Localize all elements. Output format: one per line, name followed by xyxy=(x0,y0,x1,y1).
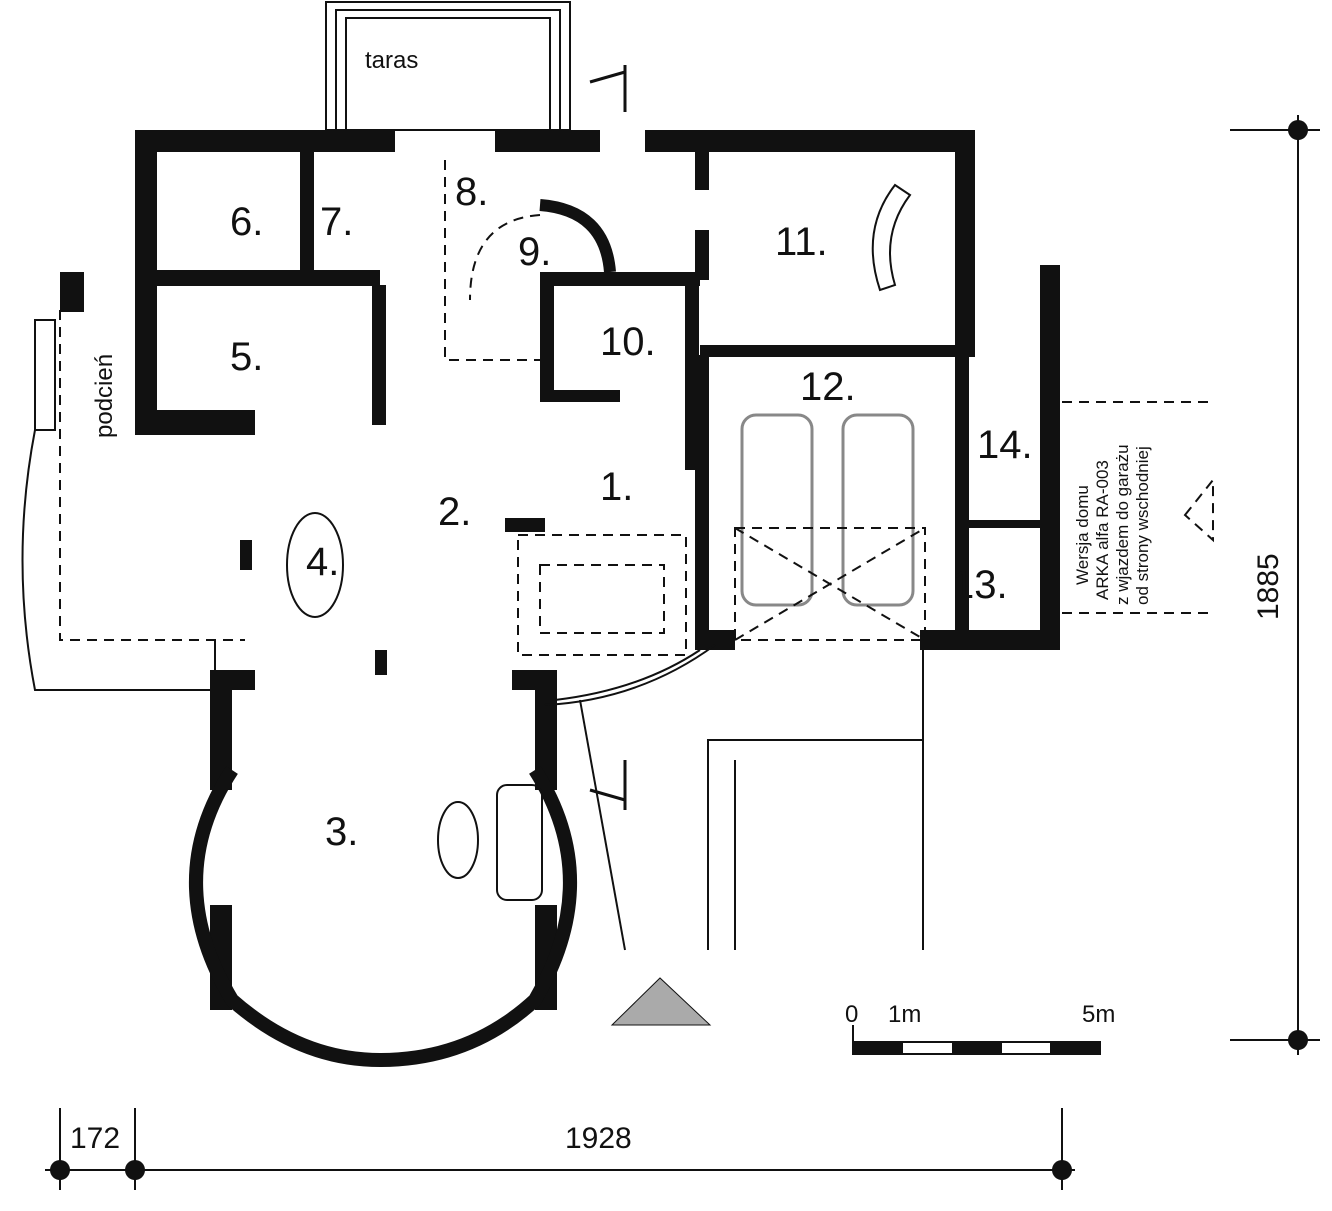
room-10-label: 10. xyxy=(600,320,656,364)
stair xyxy=(444,160,540,361)
scale-label-1m: 1m xyxy=(888,1001,921,1028)
scale-label-0: 0 xyxy=(845,1001,858,1028)
note-line-2: ARKA alfa RA-003 xyxy=(1093,460,1112,600)
room-2-label: 2. xyxy=(438,490,471,534)
room-14-label: 14. xyxy=(977,423,1033,467)
note-line-3: z wjazdem do garażu xyxy=(1113,444,1132,605)
room-1-label: 1. xyxy=(600,465,633,509)
room-5-label: 5. xyxy=(230,335,263,379)
terrace-label: taras xyxy=(365,47,418,74)
room-12-label: 12. xyxy=(800,365,856,409)
porch-label: podcień xyxy=(91,354,118,438)
room-7-label: 7. xyxy=(320,200,353,244)
coffee-table xyxy=(437,801,479,879)
dimension-depth: 1885 xyxy=(1252,553,1285,620)
room-4-label: 4. xyxy=(306,540,339,584)
north-arrow xyxy=(610,977,712,1026)
sofa xyxy=(496,784,543,901)
porch-arc xyxy=(21,320,216,691)
porch-outline xyxy=(59,310,245,641)
vestibule xyxy=(517,534,687,656)
stair-curve xyxy=(539,199,616,273)
living-room-arc xyxy=(189,766,577,1068)
scale-label-5m: 5m xyxy=(1082,1001,1115,1028)
note-line-4: od strony wschodniej xyxy=(1133,446,1152,605)
note-line-1: Wersja domu xyxy=(1073,485,1092,585)
dimension-lines xyxy=(45,115,1320,1190)
office-desk xyxy=(871,183,912,292)
room-13-label: 13. xyxy=(952,563,1008,607)
scale-bar xyxy=(852,1025,1101,1055)
dimension-left: 172 xyxy=(70,1122,120,1155)
version-note: Wersja domu ARKA alfa RA-003 z wjazdem d… xyxy=(1073,444,1152,605)
room-8-label: 8. xyxy=(455,170,488,214)
driveway xyxy=(707,650,924,950)
room-9-label: 9. xyxy=(518,230,551,274)
room-6-label: 6. xyxy=(230,200,263,244)
room-3-label: 3. xyxy=(325,810,358,854)
room-11-label: 11. xyxy=(775,220,828,264)
terrace xyxy=(325,1,571,131)
dimension-width: 1928 xyxy=(565,1122,632,1155)
cars xyxy=(734,413,926,641)
dining-table xyxy=(286,512,344,618)
walls xyxy=(60,130,1060,1010)
